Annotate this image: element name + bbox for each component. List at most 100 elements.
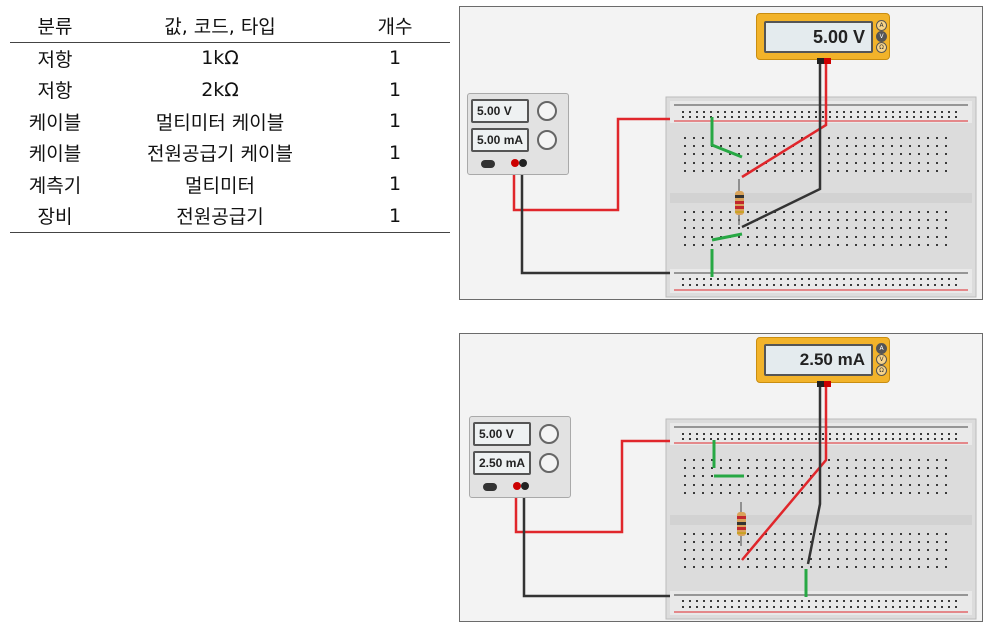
voltage-knob[interactable] xyxy=(537,101,557,121)
psu-positive-terminal[interactable] xyxy=(511,159,519,167)
breadboard-hole xyxy=(765,549,767,551)
breadboard-hole xyxy=(801,459,803,461)
breadboard-hole xyxy=(936,467,938,469)
breadboard-hole xyxy=(717,116,719,118)
resistor-1k[interactable] xyxy=(735,179,744,225)
circuit-sim-current[interactable]: 2.50 mA A V Ω 5.00 V 2.50 mA xyxy=(459,333,983,622)
breadboard-hole xyxy=(892,284,894,286)
breadboard-hole xyxy=(794,600,796,602)
psu-positive-wire[interactable] xyxy=(514,439,670,534)
breadboard-hole xyxy=(945,459,947,461)
breadboard-hole xyxy=(756,244,758,246)
breadboard-hole xyxy=(878,433,880,435)
breadboard-canvas[interactable] xyxy=(460,334,982,621)
breadboard-hole xyxy=(927,549,929,551)
breadboard-hole xyxy=(891,484,893,486)
breadboard-hole xyxy=(878,111,880,113)
breadboard-hole xyxy=(920,111,922,113)
psu-negative-wire[interactable] xyxy=(522,492,670,598)
breadboard-hole xyxy=(710,606,712,608)
breadboard-hole xyxy=(873,244,875,246)
power-supply[interactable]: 5.00 V 5.00 mA xyxy=(467,93,569,175)
breadboard-hole xyxy=(828,211,830,213)
breadboard-canvas[interactable] xyxy=(460,7,982,299)
breadboard-hole xyxy=(850,111,852,113)
jumper-wire[interactable] xyxy=(710,232,743,277)
psu-positive-wire[interactable] xyxy=(512,117,670,212)
amp-mode-icon[interactable]: A xyxy=(876,20,887,31)
breadboard-hole xyxy=(689,284,691,286)
current-knob[interactable] xyxy=(537,130,557,150)
breadboard-hole xyxy=(909,211,911,213)
cell-category: 케이블 xyxy=(28,143,82,166)
breadboard-hole xyxy=(900,541,902,543)
breadboard-hole xyxy=(843,278,845,280)
breadboard-hole xyxy=(738,484,740,486)
breadboard-hole xyxy=(787,111,789,113)
psu-negative-wire[interactable] xyxy=(520,169,670,275)
psu-negative-terminal[interactable] xyxy=(521,482,529,490)
breadboard-hole xyxy=(693,549,695,551)
breadboard-hole xyxy=(717,606,719,608)
breadboard-hole xyxy=(855,145,857,147)
jumper-wire[interactable] xyxy=(710,117,743,159)
psu-negative-terminal[interactable] xyxy=(519,159,527,167)
volt-mode-icon[interactable]: V xyxy=(876,354,887,365)
current-knob[interactable] xyxy=(539,453,559,473)
breadboard-hole xyxy=(731,433,733,435)
ohm-mode-icon[interactable]: Ω xyxy=(876,42,887,53)
breadboard-hole xyxy=(828,558,830,560)
breadboard-hole xyxy=(913,606,915,608)
breadboard-hole xyxy=(885,278,887,280)
multimeter-positive-lead[interactable] xyxy=(741,382,828,561)
breadboard-hole xyxy=(920,606,922,608)
power-supply[interactable]: 5.00 V 2.50 mA xyxy=(469,416,571,498)
breadboard-hole xyxy=(906,606,908,608)
breadboard-hole xyxy=(837,153,839,155)
ohm-mode-icon[interactable]: Ω xyxy=(876,365,887,376)
breadboard-hole xyxy=(810,170,812,172)
volt-mode-icon[interactable]: V xyxy=(876,31,887,42)
multimeter-negative-lead[interactable] xyxy=(741,59,822,229)
breadboard-hole xyxy=(945,153,947,155)
breadboard-hole xyxy=(846,219,848,221)
breadboard-hole xyxy=(765,236,767,238)
breadboard-hole xyxy=(909,145,911,147)
multimeter-negative-lead[interactable] xyxy=(806,382,822,565)
breadboard-hole xyxy=(871,433,873,435)
breadboard-hole xyxy=(711,244,713,246)
circuit-sim-voltage[interactable]: 5.00 V A V Ω 5.00 V 5.00 mA xyxy=(459,6,983,300)
breadboard-hole xyxy=(909,236,911,238)
breadboard-hole xyxy=(765,558,767,560)
amp-mode-icon[interactable]: A xyxy=(876,343,887,354)
breadboard-hole xyxy=(909,227,911,229)
breadboard-hole xyxy=(738,566,740,568)
resistor-2k[interactable] xyxy=(737,502,746,546)
breadboard-hole xyxy=(766,606,768,608)
breadboard-hole xyxy=(850,606,852,608)
breadboard-hole xyxy=(899,278,901,280)
breadboard-hole xyxy=(918,541,920,543)
breadboard-hole xyxy=(815,111,817,113)
multimeter[interactable]: 2.50 mA A V Ω xyxy=(756,337,890,387)
cell-value: 1kΩ xyxy=(201,47,239,70)
breadboard-hole xyxy=(783,145,785,147)
breadboard-hole xyxy=(783,170,785,172)
breadboard-hole xyxy=(729,484,731,486)
breadboard-hole xyxy=(738,433,740,435)
breadboard-hole xyxy=(801,145,803,147)
breadboard-hole xyxy=(792,162,794,164)
jumper-wire[interactable] xyxy=(712,440,744,478)
breadboard-hole xyxy=(873,170,875,172)
breadboard-hole xyxy=(724,606,726,608)
psu-positive-terminal[interactable] xyxy=(513,482,521,490)
multimeter-positive-lead[interactable] xyxy=(741,59,828,179)
voltage-knob[interactable] xyxy=(539,424,559,444)
breadboard-hole xyxy=(684,484,686,486)
breadboard-hole xyxy=(906,600,908,602)
multimeter[interactable]: 5.00 V A V Ω xyxy=(756,13,890,64)
breadboard-hole xyxy=(729,211,731,213)
breadboard-hole xyxy=(756,236,758,238)
power-switch[interactable] xyxy=(481,160,495,168)
power-switch[interactable] xyxy=(483,483,497,491)
